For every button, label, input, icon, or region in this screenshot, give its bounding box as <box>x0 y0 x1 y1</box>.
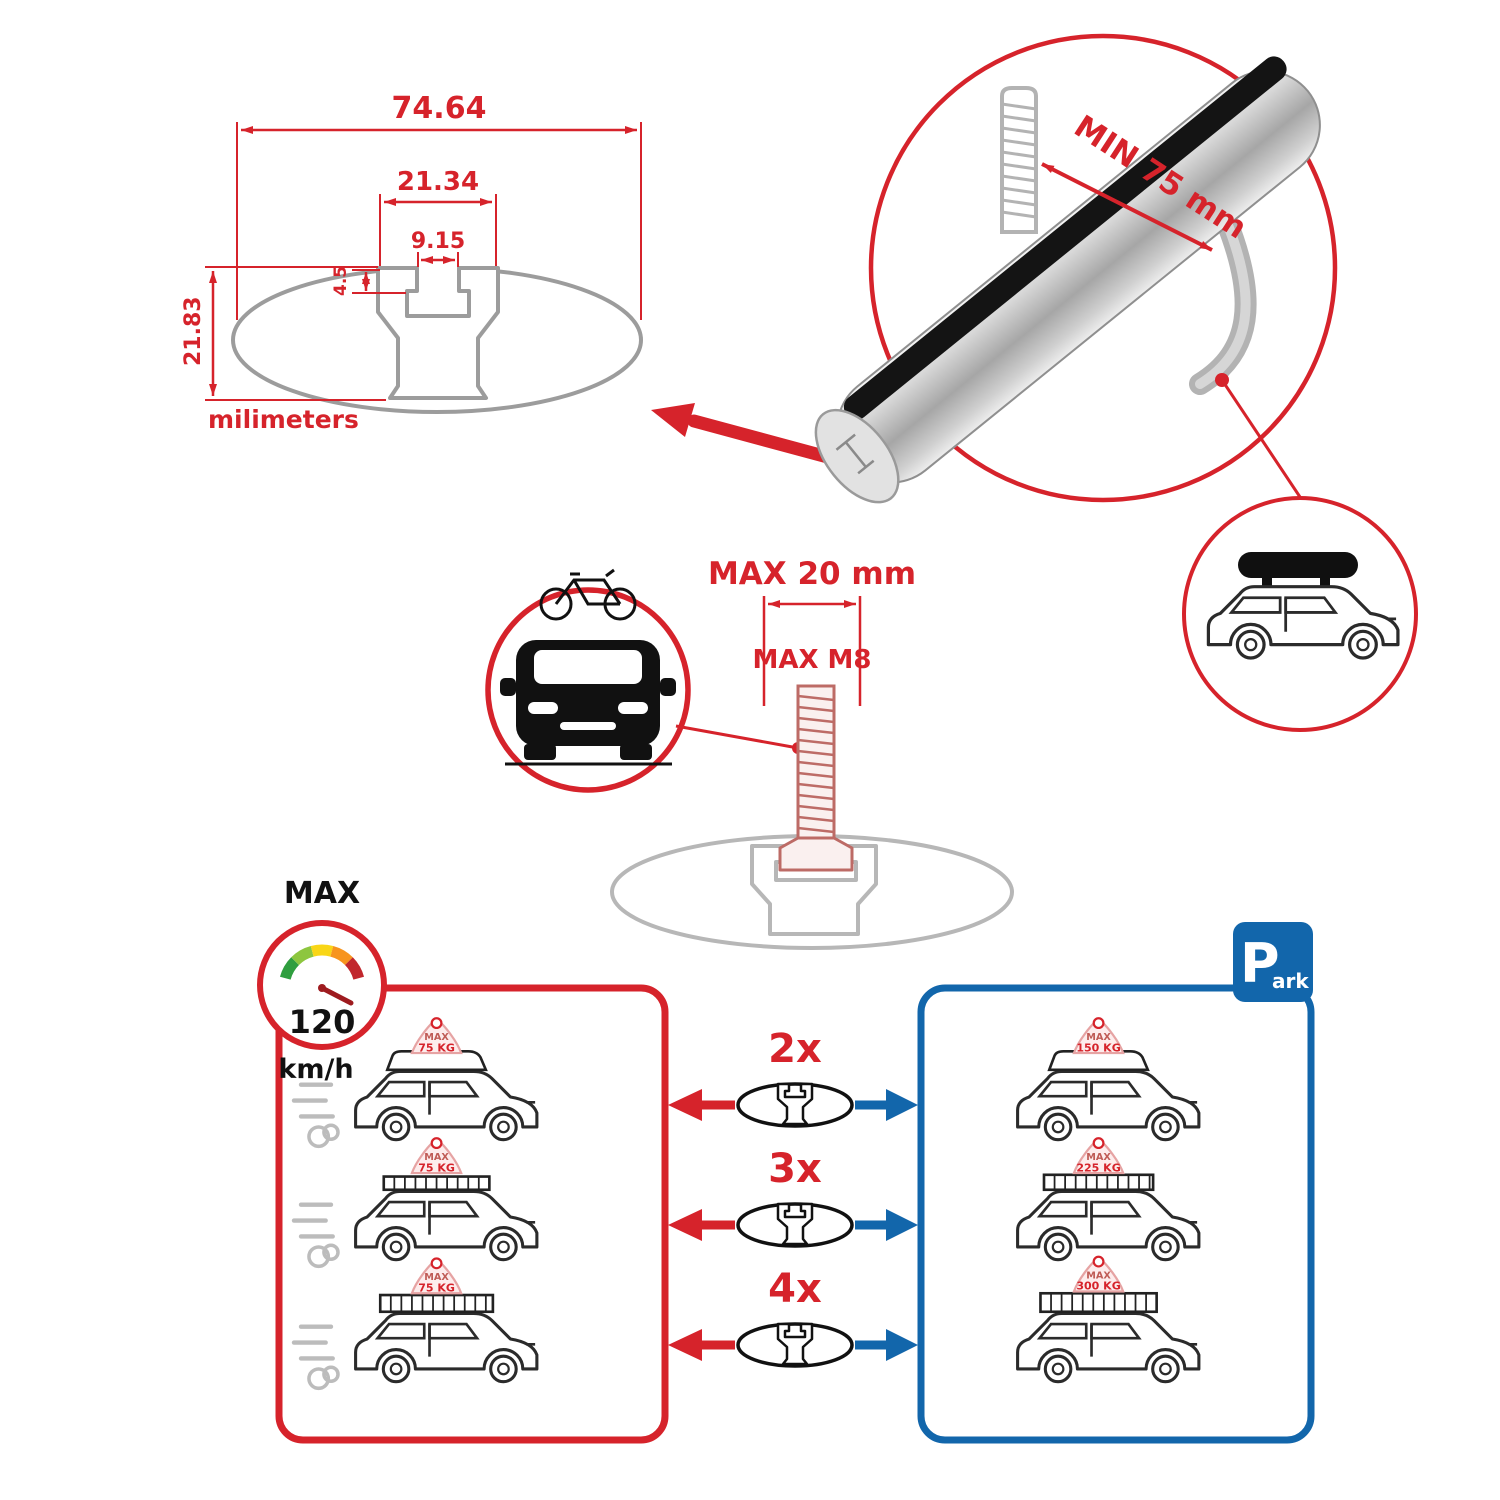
parked-car-1: MAX 150 KG <box>1016 1017 1201 1142</box>
load-tag: MAX 150 KG <box>1072 1017 1125 1054</box>
load-tag: MAX 300 KG <box>1072 1255 1125 1293</box>
min-span-arrow <box>1041 162 1213 252</box>
tag-max-label: MAX <box>1086 1032 1111 1043</box>
roof-box <box>1047 1049 1150 1072</box>
multiplier-row-3: 4x <box>668 1266 918 1368</box>
speed-max-label: MAX <box>284 876 360 911</box>
park-sign: P ark <box>1233 922 1313 1002</box>
bar-photo-view: MIN 75 mm <box>814 33 1338 504</box>
driving-car-2: MAX 75 KG <box>291 1137 539 1269</box>
speed-unit: km/h <box>278 1054 353 1085</box>
dim-channel-width-label: 21.34 <box>397 167 479 197</box>
tag-value: 75 KG <box>418 1161 455 1174</box>
motion-lines <box>291 1082 335 1119</box>
multiplier-count: 3x <box>768 1146 822 1192</box>
park-rest: ark <box>1272 969 1309 993</box>
arrow-right <box>886 1329 918 1361</box>
dim-channel-width <box>379 194 497 266</box>
dim-total-width <box>236 122 642 320</box>
multiplier-count: 2x <box>768 1026 822 1072</box>
bar-section-profile <box>776 1322 814 1366</box>
roof-basket <box>378 1293 495 1314</box>
exhaust-smoke <box>307 1367 331 1391</box>
exhaust-smoke <box>322 1365 340 1384</box>
roof-box <box>385 1049 488 1072</box>
t-slot-profile <box>376 266 500 400</box>
load-tag: MAX 75 KG <box>410 1257 463 1295</box>
roof-basket <box>1039 1291 1158 1314</box>
speed-limit-badge: MAX 120 km/h <box>257 876 387 1085</box>
gauge-arc <box>279 944 365 980</box>
dim-slot-width <box>417 252 459 267</box>
suv-roofbox-view <box>1182 496 1418 732</box>
bar-section-profile <box>776 1082 814 1126</box>
arrow-right <box>886 1209 918 1241</box>
multiplier-row-2: 3x <box>668 1146 918 1248</box>
tag-max-label: MAX <box>1086 1270 1111 1281</box>
dim-total-width-label: 74.64 <box>392 91 487 126</box>
driving-car-1: MAX 75 KG <box>291 1017 539 1149</box>
bolt-spec-view: MAX 20 mm MAX M8 <box>610 556 1014 950</box>
arrow-left <box>668 1329 702 1361</box>
tag-max-label: MAX <box>424 1032 449 1043</box>
motion-lines <box>291 1324 335 1361</box>
dim-height <box>205 266 386 401</box>
speed-value: 120 <box>289 1003 356 1041</box>
tag-value: 225 KG <box>1076 1161 1120 1174</box>
roof-basket <box>1042 1173 1155 1192</box>
unit-label: milimeters <box>208 405 359 434</box>
tag-value: 300 KG <box>1076 1280 1120 1293</box>
roof-rack <box>382 1175 491 1192</box>
tag-max-label: MAX <box>424 1272 449 1283</box>
tag-max-label: MAX <box>424 1152 449 1163</box>
exhaust-smoke <box>307 1125 331 1149</box>
driving-car-3: MAX 75 KG <box>291 1257 539 1391</box>
load-tag: MAX 225 KG <box>1072 1137 1125 1174</box>
car-front-view <box>485 568 691 793</box>
exhaust-smoke <box>322 1243 340 1262</box>
bicycle-icon <box>539 568 637 621</box>
load-tag: MAX 75 KG <box>410 1017 463 1054</box>
t-bolt <box>778 684 854 872</box>
exhaust-smoke <box>307 1245 331 1269</box>
aluminum-bar <box>814 56 1321 504</box>
tag-value: 75 KG <box>418 1041 455 1054</box>
max-width-label: MAX 20 mm <box>708 556 916 592</box>
parked-car-3: MAX 300 KG <box>1016 1255 1201 1384</box>
dim-slot-width-label: 9.15 <box>411 229 465 254</box>
exhaust-smoke <box>322 1123 340 1142</box>
arrow-right <box>886 1089 918 1121</box>
cross-section-diagram: 74.64 21.34 9.15 4.5 21.83 mili <box>181 91 643 434</box>
callout-leader <box>1220 379 1302 498</box>
bar-section-profile <box>776 1202 814 1246</box>
bolt-leader <box>675 724 799 750</box>
dim-height-label: 21.83 <box>181 296 206 366</box>
arrow-left <box>668 1209 702 1241</box>
roof-cargo-box <box>1238 552 1358 578</box>
parked-car-2: MAX 225 KG <box>1016 1137 1201 1262</box>
multiplier-count: 4x <box>768 1266 822 1312</box>
tag-max-label: MAX <box>1086 1152 1111 1163</box>
dim-bolt-width <box>762 596 862 706</box>
tag-value: 75 KG <box>418 1282 455 1295</box>
load-tag: MAX 75 KG <box>410 1137 463 1174</box>
dim-lip-depth-label: 4.5 <box>331 266 351 296</box>
arrow-left <box>668 1089 702 1121</box>
clamp-strap <box>1000 86 1257 395</box>
multiplier-row-1: 2x <box>668 1026 918 1128</box>
gauge-needle <box>319 985 354 1006</box>
max-thread-label: MAX M8 <box>752 645 871 675</box>
dim-lip-depth <box>352 269 406 294</box>
zoom-circle <box>868 33 1338 503</box>
motion-lines <box>291 1202 335 1239</box>
park-letter: P <box>1240 932 1280 995</box>
tag-value: 150 KG <box>1076 1041 1120 1054</box>
